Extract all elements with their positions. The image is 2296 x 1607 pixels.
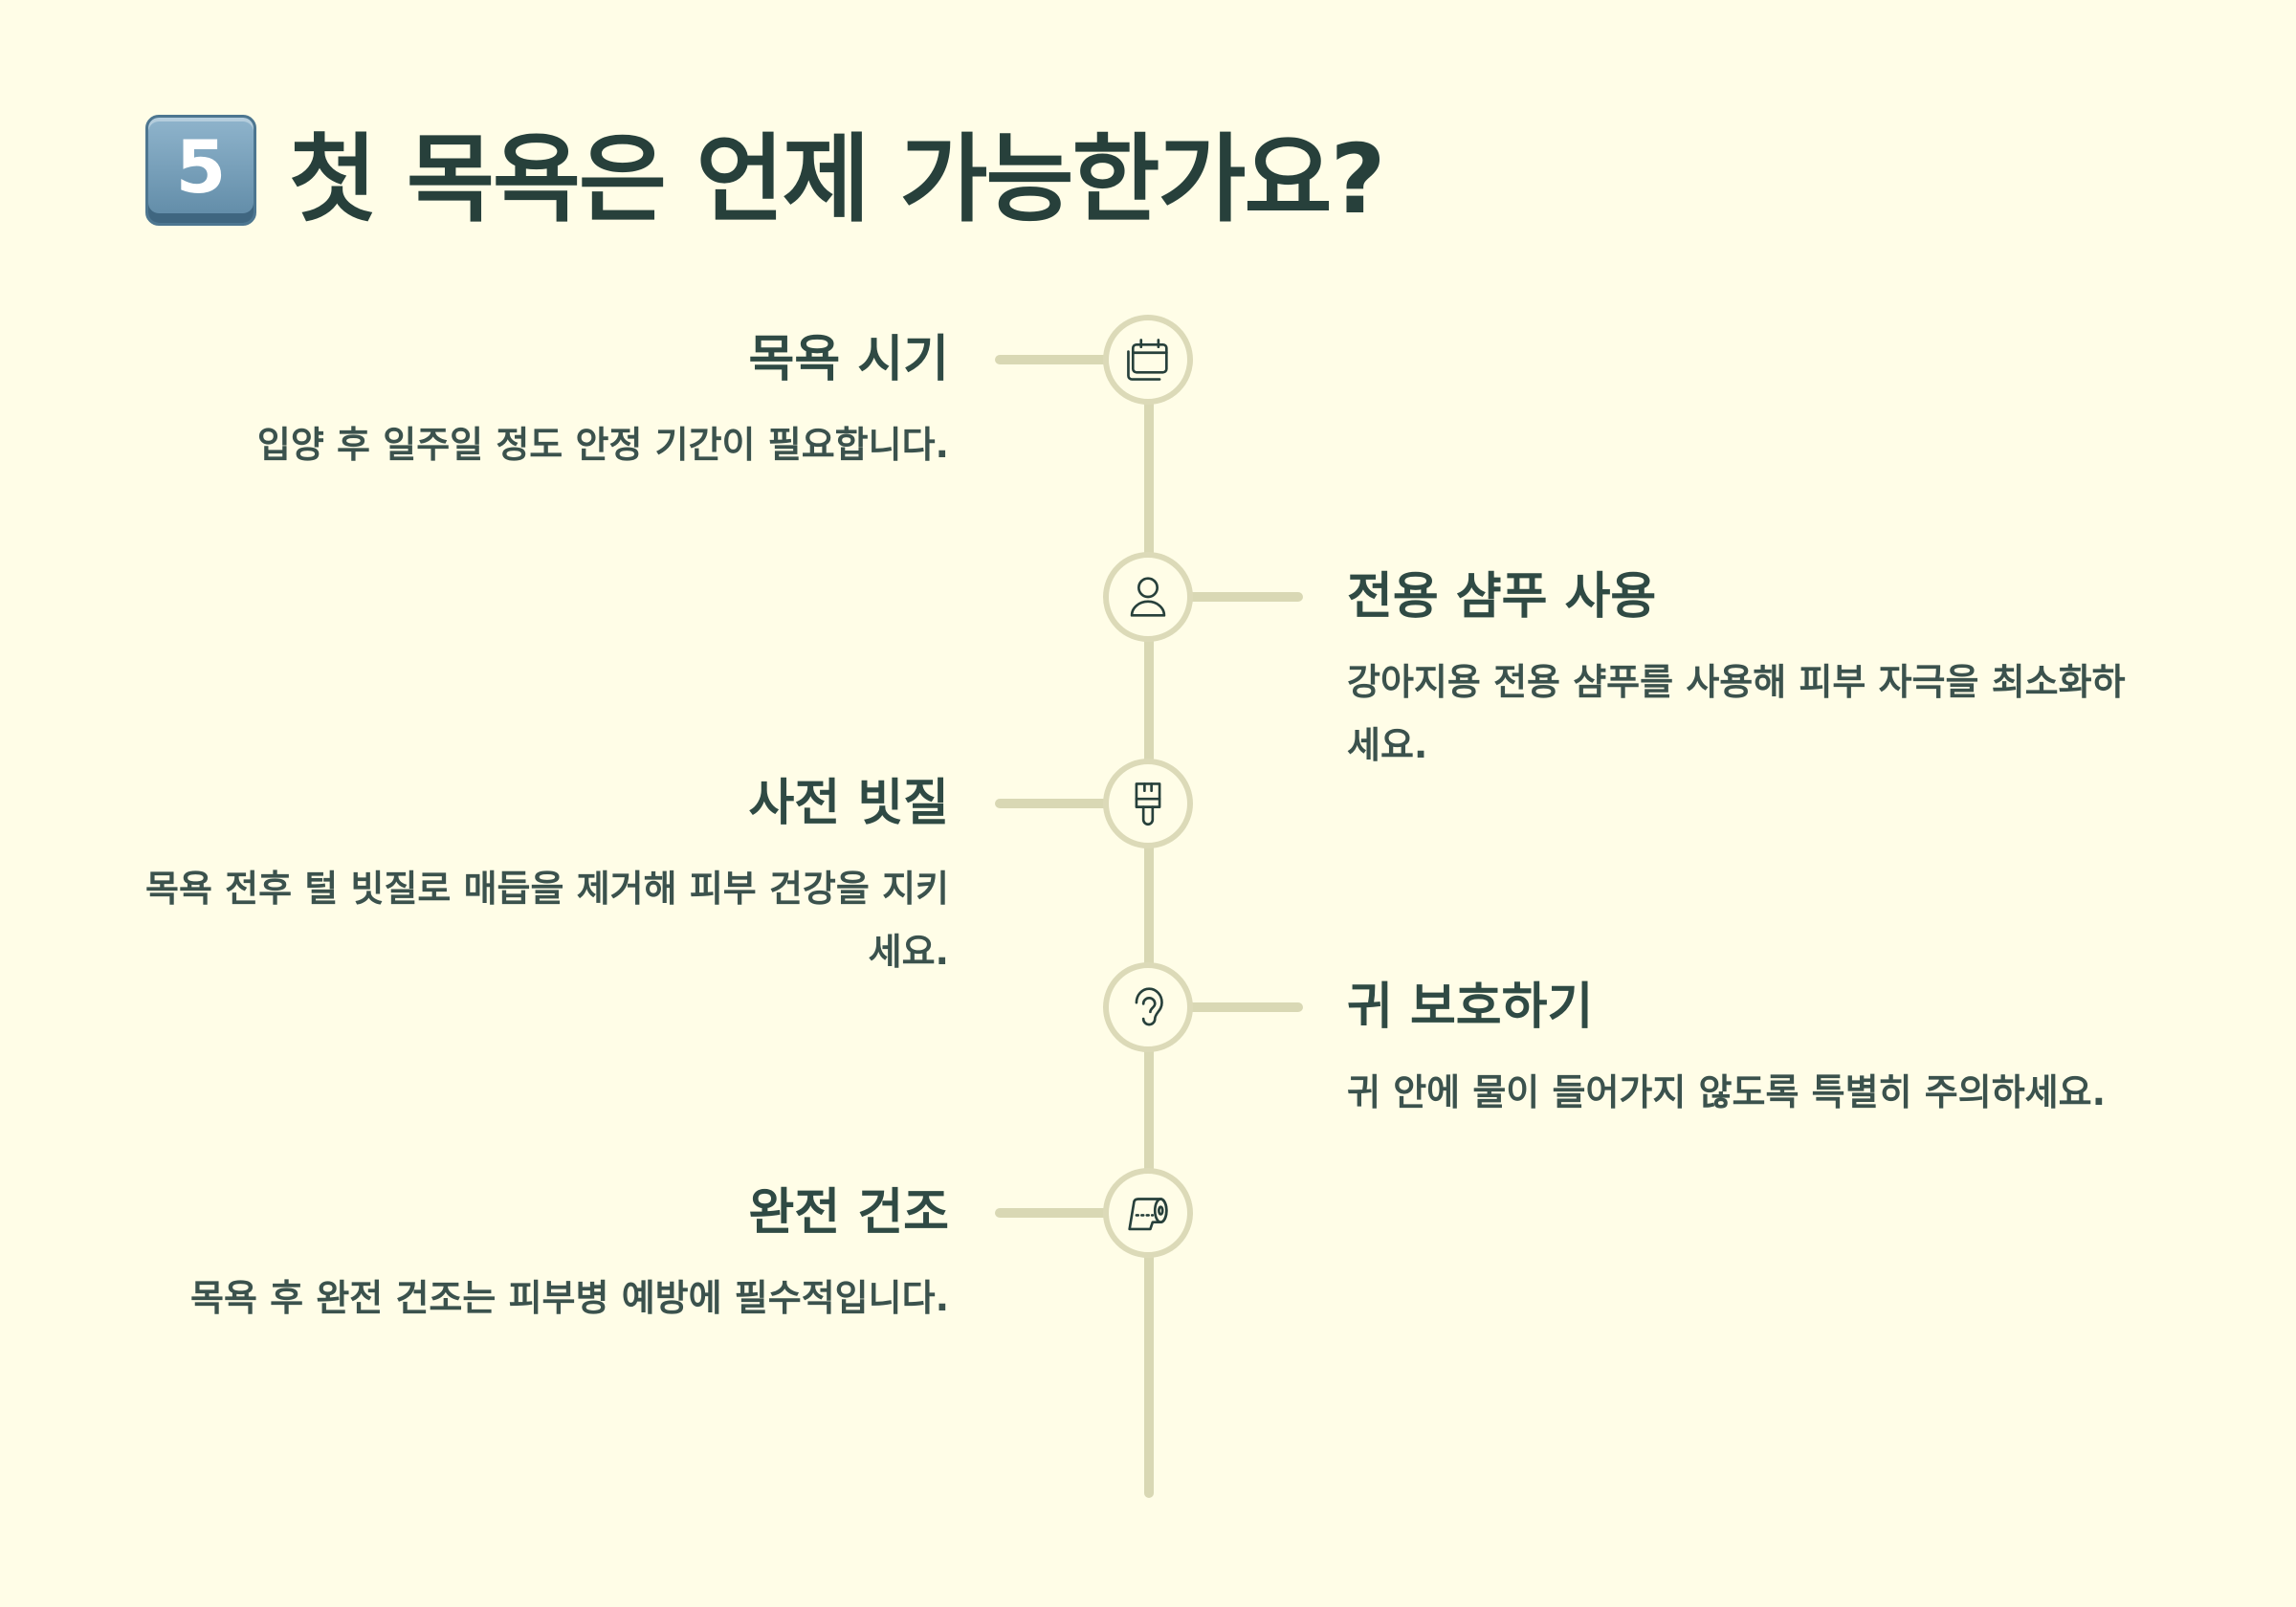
timeline-connector xyxy=(1186,592,1303,602)
timeline-item-description: 귀 안에 물이 들어가지 않도록 특별히 주의하세요. xyxy=(1347,1071,2107,1113)
keycap-number-icon: 5 xyxy=(145,115,256,226)
timeline-item-title: 전용 샴푸 사용 xyxy=(1347,568,1657,626)
timeline-item: 목욕 시기 입양 후 일주일 정도 안정 기간이 필요합니다. xyxy=(126,329,949,476)
timeline-item-description: 입양 후 일주일 정도 안정 기간이 필요합니다. xyxy=(256,424,949,466)
timeline-node xyxy=(1103,1168,1193,1258)
page-title: 첫 목욕은 언제 가능한가요? xyxy=(289,122,1385,235)
timeline-node xyxy=(1103,759,1193,848)
timeline-item: 완전 건조 목욕 후 완전 건조는 피부병 예방에 필수적입니다. xyxy=(126,1182,949,1330)
title-number: 5 xyxy=(175,124,227,209)
timeline-item: 전용 샴푸 사용 강아지용 전용 샴푸를 사용해 피부 자극을 최소화하세요. xyxy=(1347,566,2151,777)
timeline-connector xyxy=(995,1208,1110,1218)
timeline-line xyxy=(1144,360,1154,1498)
timeline-connector xyxy=(1186,1002,1303,1012)
timeline-item-description: 강아지용 전용 샴푸를 사용해 피부 자극을 최소화하세요. xyxy=(1347,661,2126,766)
ear-icon xyxy=(1135,987,1163,1026)
timeline-node xyxy=(1103,962,1193,1052)
user-icon xyxy=(1130,577,1166,617)
timeline-item-title: 완전 건조 xyxy=(748,1184,949,1242)
timeline-connector xyxy=(995,799,1110,808)
timeline-item-description: 목욕 전후 털 빗질로 매듭을 제거해 피부 건강을 지키세요. xyxy=(145,868,949,973)
timeline-item-description: 목욕 후 완전 건조는 피부병 예방에 필수적입니다. xyxy=(189,1277,949,1319)
timeline-item-title: 목욕 시기 xyxy=(748,331,949,388)
timeline-item-title: 귀 보호하기 xyxy=(1347,979,1594,1036)
brush-icon xyxy=(1135,782,1161,826)
timeline-item-title: 사전 빗질 xyxy=(748,775,949,832)
timeline-item: 사전 빗질 목욕 전후 털 빗질로 매듭을 제거해 피부 건강을 지키세요. xyxy=(126,773,949,983)
timeline-item: 귀 보호하기 귀 안에 물이 들어가지 않도록 특별히 주의하세요. xyxy=(1347,977,2151,1124)
towel-roll-icon xyxy=(1128,1198,1168,1231)
page-title-row: 5 첫 목욕은 언제 가능한가요? xyxy=(145,103,1385,237)
timeline-connector xyxy=(995,355,1110,364)
calendar-icon xyxy=(1127,339,1168,381)
timeline-node xyxy=(1103,552,1193,642)
timeline-node xyxy=(1103,315,1193,405)
